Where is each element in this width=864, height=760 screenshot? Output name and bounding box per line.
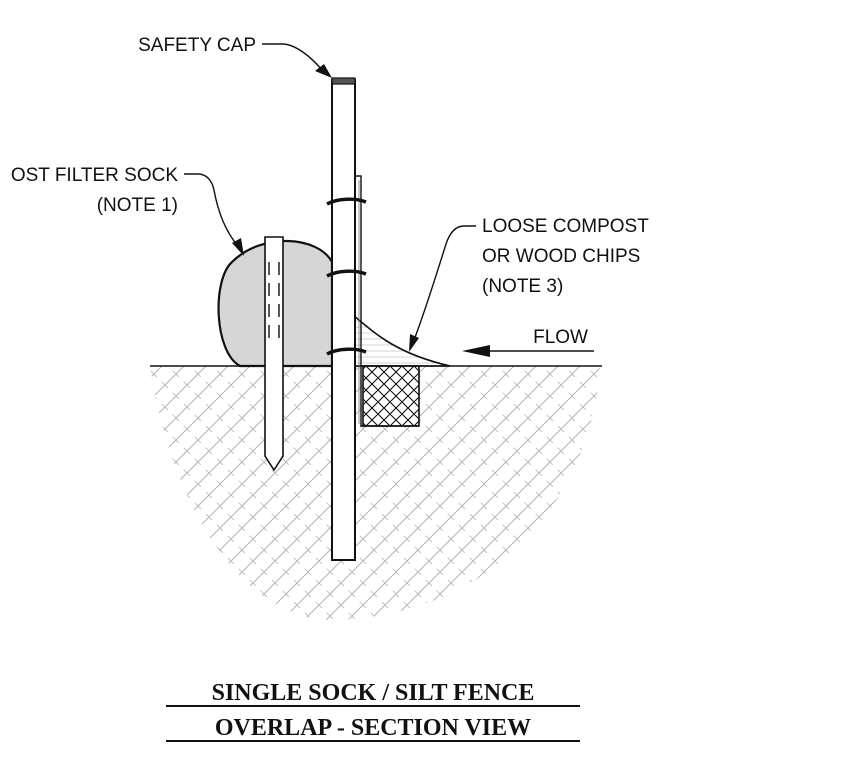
label-filter-sock: OST FILTER SOCK — [11, 165, 178, 186]
label-flow: FLOW — [533, 327, 588, 348]
leader-filter-sock — [184, 173, 239, 247]
wire-tie-1 — [326, 197, 367, 206]
wire-tie-2 — [326, 269, 367, 278]
soil-hatch — [150, 366, 600, 621]
label-safety-cap: SAFETY CAP — [138, 35, 256, 56]
arrowhead-icon — [409, 334, 419, 352]
label-loose-compost-1: LOOSE COMPOST — [482, 216, 649, 237]
arrowhead-icon — [232, 238, 244, 256]
leader-loose-compost — [413, 225, 476, 341]
wire-tie-3 — [326, 347, 367, 356]
label-loose-compost-2: OR WOOD CHIPS — [482, 246, 640, 267]
label-note-3: (NOTE 3) — [482, 276, 563, 297]
arrowhead-icon — [462, 345, 490, 357]
loose-compost-wedge — [341, 304, 451, 367]
arrowhead-icon — [315, 64, 332, 78]
title-line-1: SINGLE SOCK / SILT FENCE — [212, 680, 535, 706]
fence-post — [331, 79, 356, 561]
silt-fence-fabric — [356, 175, 419, 427]
label-note-1: (NOTE 1) — [97, 195, 178, 216]
wooden-stake — [264, 236, 284, 472]
leader-safety-cap — [262, 43, 323, 71]
trench-backfill — [362, 365, 420, 427]
safety-cap — [331, 77, 356, 85]
title-line-2: OVERLAP - SECTION VIEW — [215, 715, 531, 741]
